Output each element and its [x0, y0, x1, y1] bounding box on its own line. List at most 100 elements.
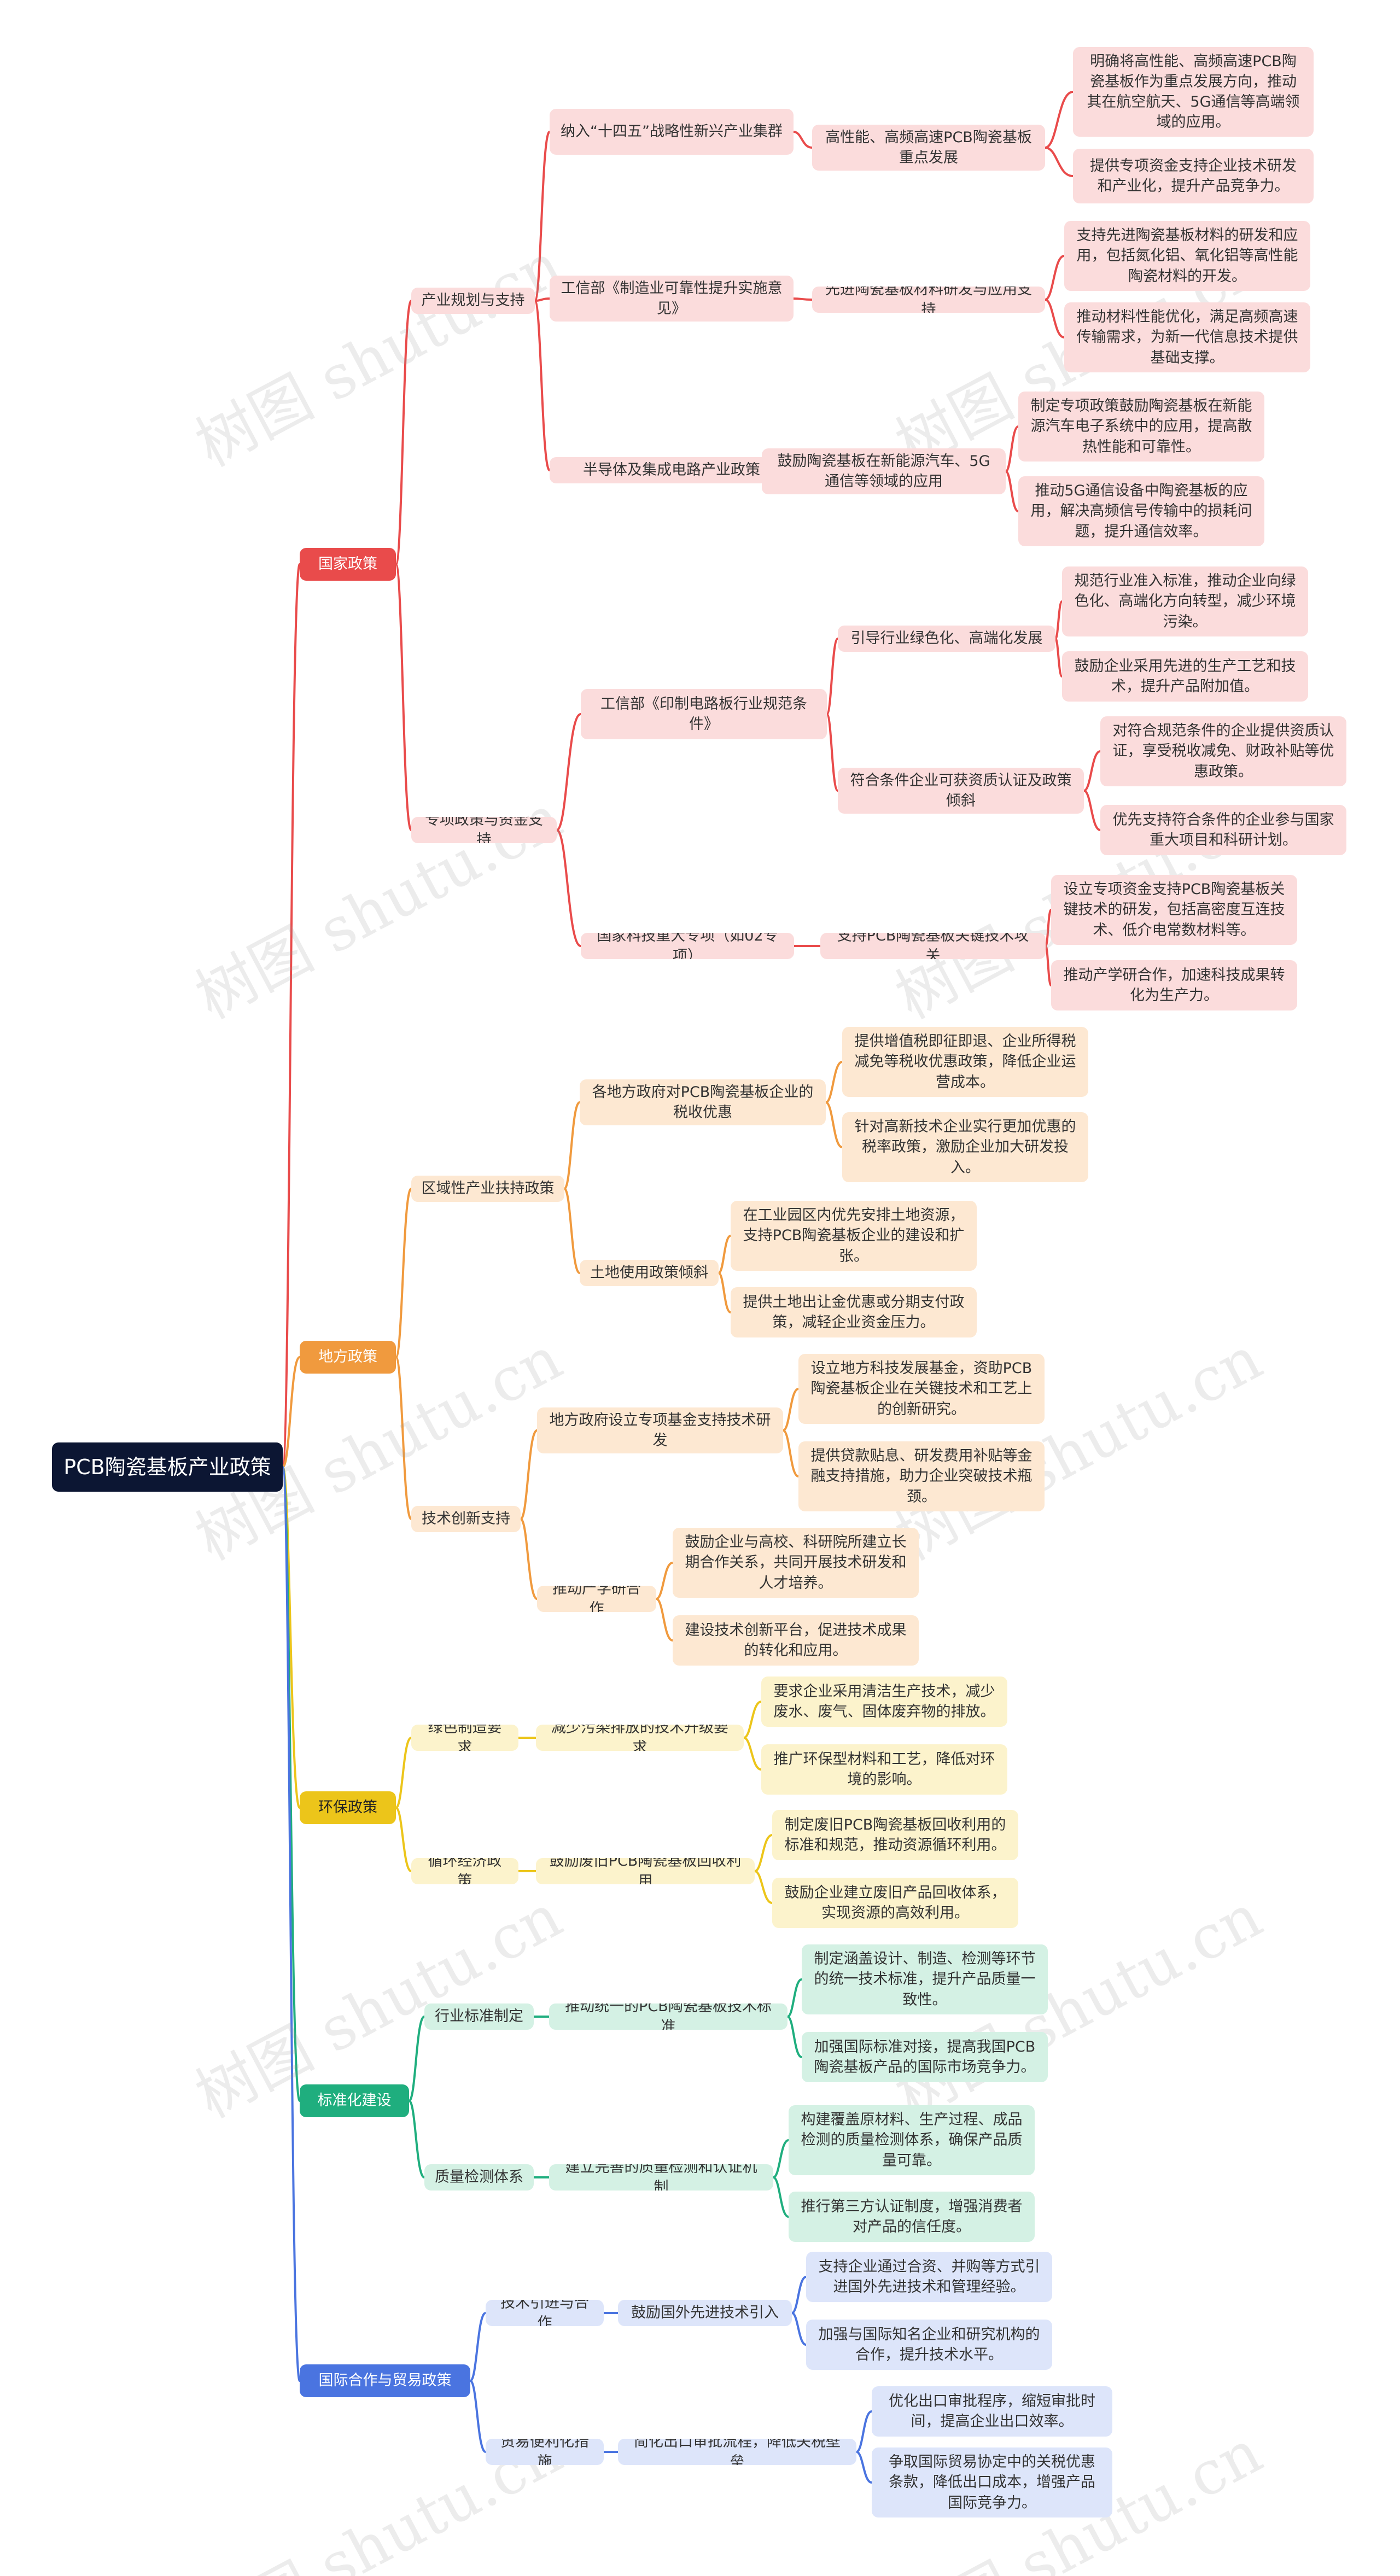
connector-line — [743, 1737, 762, 1771]
leaf-node[interactable]: 推动材料性能优化，满足高频高速传输需求，为新一代信息技术提供基础支撑。 — [1064, 302, 1310, 372]
topic-node[interactable]: 纳入“十四五”战略性新兴产业集群 — [550, 109, 794, 155]
leaf-node[interactable]: 加强与国际知名企业和研究机构的合作，提升技术水平。 — [806, 2320, 1052, 2370]
leaf-node[interactable]: 推广环保型材料和工艺，降低对环境的影响。 — [761, 1744, 1007, 1795]
leaf-node[interactable]: 推动产学研合作，加速科技成果转化为生产力。 — [1051, 960, 1297, 1010]
topic-node[interactable]: 贸易便利化措施 — [486, 2439, 604, 2465]
leaf-node[interactable]: 建设技术创新平台，促进技术成果的转化和应用。 — [673, 1615, 919, 1666]
connector-line — [773, 2139, 789, 2178]
connector-line — [1054, 600, 1063, 640]
connector-line — [791, 2312, 807, 2346]
topic-node[interactable]: 半导体及集成电路产业政策 — [550, 457, 794, 483]
leaf-node[interactable]: 鼓励企业建立废旧产品回收体系，实现资源的高效利用。 — [772, 1878, 1018, 1928]
leaf-node[interactable]: 要求企业采用清洁生产技术，减少废水、废气、固体废弃物的排放。 — [761, 1677, 1007, 1727]
connector-line — [718, 1272, 732, 1313]
connector-line — [773, 2176, 789, 2218]
topic-node[interactable]: 工信部《制造业可靠性提升实施意见》 — [550, 276, 794, 322]
leaf-node[interactable]: 支持先进陶瓷基板材料的研发和应用，包括氮化铝、氧化铝等高性能陶瓷材料的开发。 — [1064, 221, 1310, 291]
connector-line — [1045, 255, 1065, 301]
topic-node[interactable]: 循环经济政策 — [411, 1858, 518, 1884]
topic-node[interactable]: 各地方政府对PCB陶瓷基板企业的税收优惠 — [580, 1079, 826, 1125]
topic-node[interactable]: 建立完善的质量检测和认证机制 — [549, 2164, 773, 2191]
leaf-node[interactable]: 构建覆盖原材料、生产过程、成品检测的质量检测体系，确保产品质量可靠。 — [789, 2105, 1035, 2175]
topic-node[interactable]: 工信部《印制电路板行业规范条件》 — [581, 689, 827, 739]
topic-node[interactable]: 先进陶瓷基板材料研发与应用支持 — [812, 287, 1045, 313]
leaf-node[interactable]: 优先支持符合条件的企业参与国家重大项目和科研计划。 — [1100, 805, 1346, 855]
leaf-node[interactable]: 对符合规范条件的企业提供资质认证，享受税收减免、财政补贴等优惠政策。 — [1100, 716, 1346, 786]
connector-line — [282, 1466, 301, 2382]
connector-line — [1045, 91, 1074, 149]
leaf-node[interactable]: 制定废旧PCB陶瓷基板回收利用的标准和规范，推动资源循环利用。 — [772, 1810, 1018, 1860]
connector-line — [1005, 425, 1019, 472]
topic-node[interactable]: 减少污染排放的技术升级要求 — [536, 1725, 744, 1751]
connector-line — [408, 2016, 425, 2102]
leaf-node[interactable]: 在工业园区内优先安排土地资源，支持PCB陶瓷基板企业的建设和扩张。 — [731, 1201, 977, 1271]
connector-line — [1005, 470, 1019, 512]
connector-line — [1083, 790, 1101, 831]
leaf-node[interactable]: 制定涵盖设计、制造、检测等环节的统一技术标准，提升产品质量一致性。 — [802, 1944, 1048, 2014]
connector-line — [743, 1701, 762, 1739]
connector-line — [856, 2410, 872, 2453]
topic-node[interactable]: 符合条件企业可获资质认证及政策倾斜 — [838, 768, 1084, 814]
connector-line — [534, 131, 551, 302]
topic-node[interactable]: 技术创新支持 — [411, 1506, 521, 1532]
leaf-node[interactable]: 明确将高性能、高频高速PCB陶瓷基板作为重点发展方向，推动其在航空航天、5G通信… — [1073, 47, 1314, 137]
leaf-node[interactable]: 设立地方科技发展基金，资助PCB陶瓷基板企业在关键技术和工艺上的创新研究。 — [798, 1354, 1045, 1424]
topic-node[interactable]: 推动产学研合作 — [537, 1586, 656, 1612]
connector-line — [826, 638, 839, 715]
connector-line — [1054, 638, 1063, 677]
branch-node[interactable]: 国家政策 — [300, 548, 396, 581]
topic-node[interactable]: 行业标准制定 — [424, 2003, 534, 2030]
connector-line — [786, 2016, 802, 2058]
topic-node[interactable]: 鼓励废旧PCB陶瓷基板回收利用 — [536, 1858, 755, 1884]
topic-node[interactable]: 引导行业绿色化、高端化发展 — [838, 626, 1055, 652]
leaf-node[interactable]: 规范行业准入标准，推动企业向绿色化、高端化方向转型，减少环境污染。 — [1062, 566, 1308, 636]
connector-line — [754, 1870, 773, 1904]
leaf-node[interactable]: 支持企业通过合资、并购等方式引进国外先进技术和管理经验。 — [806, 2252, 1052, 2302]
leaf-node[interactable]: 推动5G通信设备中陶瓷基板的应用，解决高频信号传输中的损耗问题，提升通信效率。 — [1018, 476, 1264, 546]
connector-line — [718, 1235, 731, 1274]
connector-line — [793, 297, 813, 301]
branch-node[interactable]: 环保政策 — [300, 1791, 396, 1824]
connector-line — [856, 2451, 872, 2484]
leaf-node[interactable]: 加强国际标准对接，提高我国PCB陶瓷基板产品的国际市场竞争力。 — [802, 2032, 1048, 2082]
connector-line — [520, 1518, 538, 1600]
topic-node[interactable]: 国家科技重大专项（如02专项） — [581, 933, 794, 959]
topic-node[interactable]: 质量检测体系 — [424, 2164, 534, 2191]
topic-node[interactable]: 技术引进与合作 — [486, 2300, 604, 2326]
leaf-node[interactable]: 提供增值税即征即退、企业所得税减免等税收优惠政策，降低企业运营成本。 — [842, 1027, 1088, 1097]
leaf-node[interactable]: 推行第三方认证制度，增强消费者对产品的信任度。 — [789, 2192, 1035, 2242]
connector-line — [1045, 909, 1052, 947]
branch-node[interactable]: 国际合作与贸易政策 — [300, 2364, 470, 2397]
leaf-node[interactable]: 制定专项政策鼓励陶瓷基板在新能源汽车电子系统中的应用，提高散热性能和可靠性。 — [1018, 392, 1264, 462]
connector-line — [395, 1737, 412, 1809]
connector-line — [282, 563, 301, 1468]
topic-node[interactable]: 推动统一的PCB陶瓷基板技术标准 — [549, 2003, 788, 2030]
topic-node[interactable]: 鼓励陶瓷基板在新能源汽车、5G通信等领域的应用 — [762, 448, 1006, 494]
topic-node[interactable]: 地方政府设立专项基金支持技术研发 — [537, 1407, 783, 1453]
leaf-node[interactable]: 提供土地出让金优惠或分期支付政策，减轻企业资金压力。 — [731, 1287, 977, 1337]
leaf-node[interactable]: 争取国际贸易协定中的关税优惠条款，降低出口成本，增强产品国际竞争力。 — [872, 2448, 1112, 2517]
topic-node[interactable]: 高性能、高频高速PCB陶瓷基板重点发展 — [812, 125, 1045, 171]
leaf-node[interactable]: 提供贷款贴息、研发费用补贴等金融支持措施，助力企业突破技术瓶颈。 — [798, 1441, 1045, 1511]
connector-line — [825, 1101, 843, 1148]
leaf-node[interactable]: 鼓励企业采用先进的生产工艺和技术，提升产品附加值。 — [1062, 651, 1308, 702]
branch-node[interactable]: 标准化建设 — [300, 2084, 409, 2117]
topic-node[interactable]: 简化出口审批流程，降低关税壁垒 — [618, 2439, 856, 2465]
leaf-node[interactable]: 设立专项资金支持PCB陶瓷基板关键技术的研发，包括高密度互连技术、低介电常数材料… — [1051, 875, 1297, 945]
topic-node[interactable]: 土地使用政策倾斜 — [580, 1260, 719, 1286]
connector-line — [395, 300, 412, 565]
leaf-node[interactable]: 鼓励企业与高校、科研院所建立长期合作关系，共同开展技术研发和人才培养。 — [673, 1528, 919, 1598]
topic-node[interactable]: 专项政策与资金支持 — [411, 817, 557, 843]
topic-node[interactable]: 鼓励国外先进技术引入 — [618, 2300, 792, 2326]
topic-node[interactable]: 产业规划与支持 — [411, 288, 535, 314]
topic-node[interactable]: 区域性产业扶持政策 — [411, 1176, 564, 1202]
leaf-node[interactable]: 优化出口审批程序，缩短审批时间，提高企业出口效率。 — [872, 2386, 1112, 2437]
connector-line — [793, 131, 813, 149]
leaf-node[interactable]: 提供专项资金支持企业技术研发和产业化，提升产品竞争力。 — [1073, 149, 1314, 203]
leaf-node[interactable]: 针对高新技术企业实行更加优惠的税率政策，激励企业加大研发投入。 — [842, 1112, 1088, 1182]
root-node[interactable]: PCB陶瓷基板产业政策 — [52, 1442, 283, 1492]
branch-node[interactable]: 地方政策 — [300, 1341, 396, 1374]
topic-node[interactable]: 绿色制造要求 — [411, 1725, 518, 1751]
topic-node[interactable]: 支持PCB陶瓷基板关键技术攻关 — [820, 933, 1046, 959]
